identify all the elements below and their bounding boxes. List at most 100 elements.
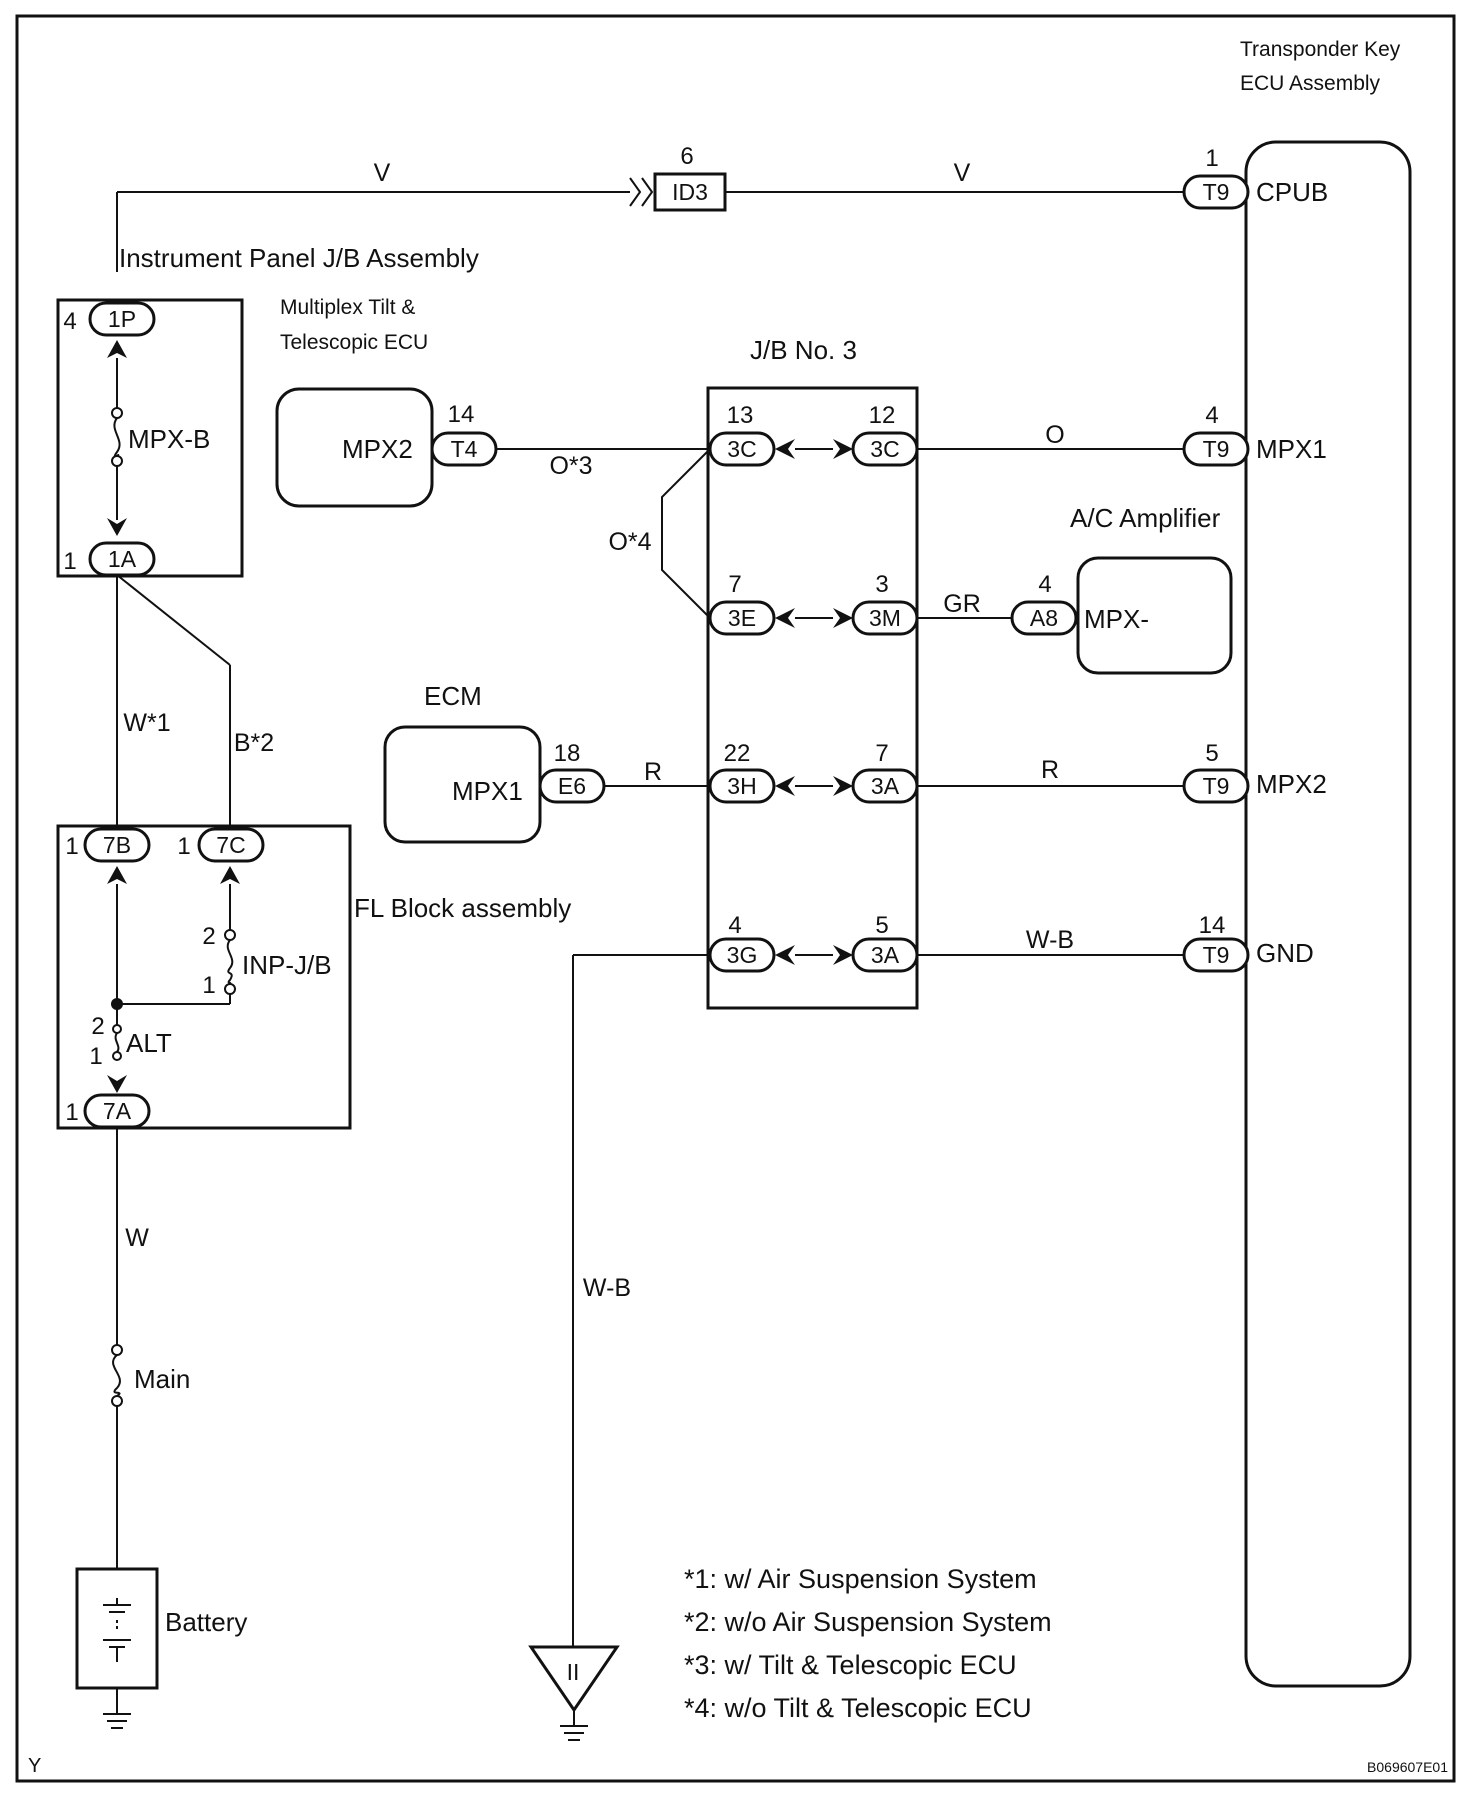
wire-label-w1: W*1 bbox=[123, 709, 170, 737]
connector-7b-label: 7B bbox=[103, 832, 131, 858]
fuse-terminal bbox=[224, 983, 236, 995]
pin-1p: 4 bbox=[63, 308, 76, 335]
wire-label-wb2: W-B bbox=[583, 1274, 631, 1302]
jb3-terminal bbox=[775, 945, 795, 965]
ecu-pin-mpx1: MPX1 bbox=[1256, 434, 1327, 464]
connector-t9-mpx2-label: T9 bbox=[1203, 773, 1230, 799]
pin-inp-2: 2 bbox=[202, 923, 215, 950]
jb3-terminal bbox=[833, 439, 853, 459]
pin-7b: 1 bbox=[65, 833, 78, 860]
diagram-frame bbox=[15, 14, 1456, 1783]
pin-id3: 6 bbox=[680, 143, 693, 170]
female-terminal-7b bbox=[107, 866, 127, 884]
male-terminal-7a bbox=[107, 1075, 127, 1093]
fl-block-title: FL Block assembly bbox=[354, 893, 571, 923]
note-2: *2: w/o Air Suspension System bbox=[684, 1607, 1052, 1637]
ac-amp-pin: MPX- bbox=[1084, 604, 1149, 634]
connector-t4-label: T4 bbox=[451, 436, 478, 462]
ecu-pin-cpub: CPUB bbox=[1256, 177, 1328, 207]
corner-right-label: B069607E01 bbox=[1367, 1759, 1448, 1775]
transponder-title-1: Transponder Key bbox=[1240, 38, 1401, 61]
jb3-title: J/B No. 3 bbox=[750, 335, 857, 365]
connector-7a-label: 7A bbox=[103, 1098, 132, 1124]
connector-3c-left-label: 3C bbox=[727, 436, 756, 462]
tilt-ecu-title-2: Telescopic ECU bbox=[280, 331, 428, 354]
wire-label-r2: R bbox=[1041, 756, 1059, 784]
fuse-terminal bbox=[224, 929, 236, 941]
pin-jb3-7b: 7 bbox=[875, 740, 888, 767]
jb3-terminal bbox=[775, 776, 795, 796]
ecu-pin-gnd: GND bbox=[1256, 938, 1314, 968]
pin-e6: 18 bbox=[554, 740, 581, 767]
pin-7a: 1 bbox=[65, 1099, 78, 1126]
pin-t9-mpx2: 5 bbox=[1205, 740, 1218, 767]
connector-t9-mpx2 bbox=[1182, 768, 1250, 804]
pin-1a: 1 bbox=[63, 548, 76, 575]
connector-3g-label: 3G bbox=[727, 942, 758, 968]
connector-1a bbox=[88, 541, 156, 577]
ip-jb-title: Instrument Panel J/B Assembly bbox=[119, 243, 479, 273]
connector-t9-gnd bbox=[1182, 937, 1250, 973]
pin-t9-mpx1: 4 bbox=[1205, 402, 1218, 429]
connector-7b bbox=[83, 827, 151, 863]
connector-t9-cpub-label: T9 bbox=[1203, 179, 1230, 205]
connector-3a-mpx2-label: 3A bbox=[871, 773, 900, 799]
fuse-mpx-b-label: MPX-B bbox=[128, 424, 210, 454]
fl-block-box bbox=[56, 824, 352, 1130]
wire-label-o: O bbox=[1045, 421, 1064, 449]
connector-t9-cpub bbox=[1182, 174, 1250, 210]
connector-t9-mpx1-label: T9 bbox=[1203, 436, 1230, 462]
inline-connector-arrow bbox=[629, 177, 654, 207]
connector-a8-label: A8 bbox=[1030, 605, 1058, 631]
wire-label-r1: R bbox=[644, 758, 662, 786]
ecm-pin-mpx1: MPX1 bbox=[452, 776, 523, 806]
ac-amp-title: A/C Amplifier bbox=[1070, 503, 1221, 533]
pin-t4: 14 bbox=[448, 401, 475, 428]
ground-triangle-icon bbox=[528, 1645, 620, 1713]
connector-3e bbox=[708, 600, 776, 636]
fuse-terminal bbox=[111, 455, 123, 467]
junction-dot bbox=[111, 998, 123, 1010]
connector-t9-gnd-label: T9 bbox=[1203, 942, 1230, 968]
wire-label-v2: V bbox=[954, 159, 971, 187]
pin-jb3-7: 7 bbox=[728, 571, 741, 598]
ac-amp-box bbox=[1076, 556, 1233, 675]
fuse-inp-jb-icon bbox=[226, 939, 234, 985]
jb3-terminal bbox=[775, 608, 795, 628]
wire-label-wb1: W-B bbox=[1026, 926, 1074, 954]
fuse-alt-label: ALT bbox=[126, 1028, 172, 1058]
pin-jb3-12: 12 bbox=[869, 402, 896, 429]
connector-3c-left bbox=[708, 431, 776, 467]
wire-label-v1: V bbox=[374, 159, 391, 187]
connector-t9-mpx1 bbox=[1182, 431, 1250, 467]
jb3-terminal bbox=[833, 945, 853, 965]
jb3-terminal bbox=[775, 439, 795, 459]
pin-alt-1: 1 bbox=[89, 1043, 102, 1070]
note-3: *3: w/ Tilt & Telescopic ECU bbox=[684, 1650, 1017, 1680]
pin-jb3-4: 4 bbox=[728, 912, 741, 939]
note-1: *1: w/ Air Suspension System bbox=[684, 1564, 1037, 1594]
tilt-ecu-title-1: Multiplex Tilt & bbox=[280, 296, 415, 319]
transponder-ecu-box bbox=[1244, 140, 1412, 1688]
ecu-pin-mpx2: MPX2 bbox=[1256, 769, 1327, 799]
pin-jb3-22: 22 bbox=[724, 740, 751, 767]
fuse-inp-jb-label: INP-J/B bbox=[242, 950, 332, 980]
connector-7c bbox=[197, 827, 265, 863]
ecm-title: ECM bbox=[424, 681, 482, 711]
fuse-main-icon bbox=[112, 1354, 121, 1397]
connector-7c-label: 7C bbox=[216, 832, 245, 858]
note-4: *4: w/o Tilt & Telescopic ECU bbox=[684, 1693, 1032, 1723]
battery-label: Battery bbox=[165, 1607, 247, 1637]
pin-jb3-5: 5 bbox=[875, 912, 888, 939]
pin-jb3-13: 13 bbox=[727, 402, 754, 429]
wire-label-o4: O*4 bbox=[608, 528, 651, 556]
connector-3c-right-label: 3C bbox=[870, 436, 899, 462]
tilt-ecu-pin-mpx2: MPX2 bbox=[342, 434, 413, 464]
female-terminal-1p bbox=[107, 340, 127, 358]
jb3-terminal bbox=[833, 608, 853, 628]
pin-t9-cpub: 1 bbox=[1205, 145, 1218, 172]
male-terminal-1a bbox=[107, 518, 127, 536]
ip-jb-box bbox=[56, 298, 244, 578]
connector-1a-label: 1A bbox=[108, 546, 137, 572]
